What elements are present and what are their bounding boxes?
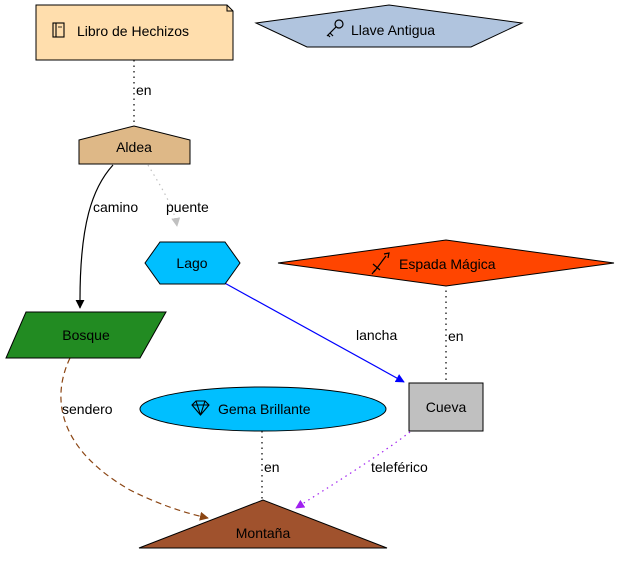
node-label-montana: Montaña — [236, 525, 291, 541]
node-label-gema: Gema Brillante — [218, 401, 311, 417]
book-icon — [52, 22, 65, 38]
node-label-aldea: Aldea — [116, 139, 152, 155]
node-label-lago: Lago — [176, 255, 207, 271]
node-label-llave: Llave Antigua — [351, 22, 435, 38]
node-cueva[interactable]: Cueva — [408, 382, 484, 432]
node-llave-antigua[interactable]: Llave Antigua — [254, 4, 524, 48]
sword-icon — [371, 252, 390, 275]
node-libro-de-hechizos[interactable]: Libro de Hechizos — [35, 4, 234, 61]
edge-label-espada-cueva: en — [448, 328, 464, 344]
edge-aldea-bosque: camino — [75, 164, 138, 309]
edge-label-gema-montana: en — [264, 459, 280, 475]
edge-lago-cueva: lancha — [220, 280, 405, 383]
node-label-bosque: Bosque — [62, 327, 110, 343]
node-lago[interactable]: Lago — [144, 241, 241, 285]
edge-label-aldea-lago: puente — [166, 199, 209, 215]
node-gema-brillante[interactable]: Gema Brillante — [139, 386, 387, 432]
node-montana[interactable]: Montaña — [138, 499, 388, 549]
node-label-cueva: Cueva — [426, 399, 467, 415]
edge-label-libro-aldea: en — [136, 82, 152, 98]
edge-libro-aldea: en — [133, 60, 152, 126]
node-espada-magica[interactable]: Espada Mágica — [277, 239, 615, 287]
edge-cueva-montana: teleférico — [295, 431, 428, 509]
edge-bosque-montana: sendero — [60, 357, 209, 521]
edge-aldea-lago: puente — [147, 164, 209, 227]
node-bosque[interactable]: Bosque — [5, 311, 167, 359]
edge-gema-montana: en — [261, 431, 280, 500]
node-aldea[interactable]: Aldea — [78, 125, 191, 165]
node-label-libro: Libro de Hechizos — [77, 23, 189, 39]
gem-icon — [191, 400, 210, 416]
edge-label-lago-cueva: lancha — [356, 327, 397, 343]
node-label-espada: Espada Mágica — [399, 256, 496, 272]
key-icon — [326, 19, 344, 38]
edge-label-bosque-montana: sendero — [62, 401, 113, 417]
edge-label-aldea-bosque: camino — [93, 199, 138, 215]
edge-label-cueva-montana: teleférico — [371, 459, 428, 475]
edge-espada-cueva: en — [445, 285, 464, 381]
